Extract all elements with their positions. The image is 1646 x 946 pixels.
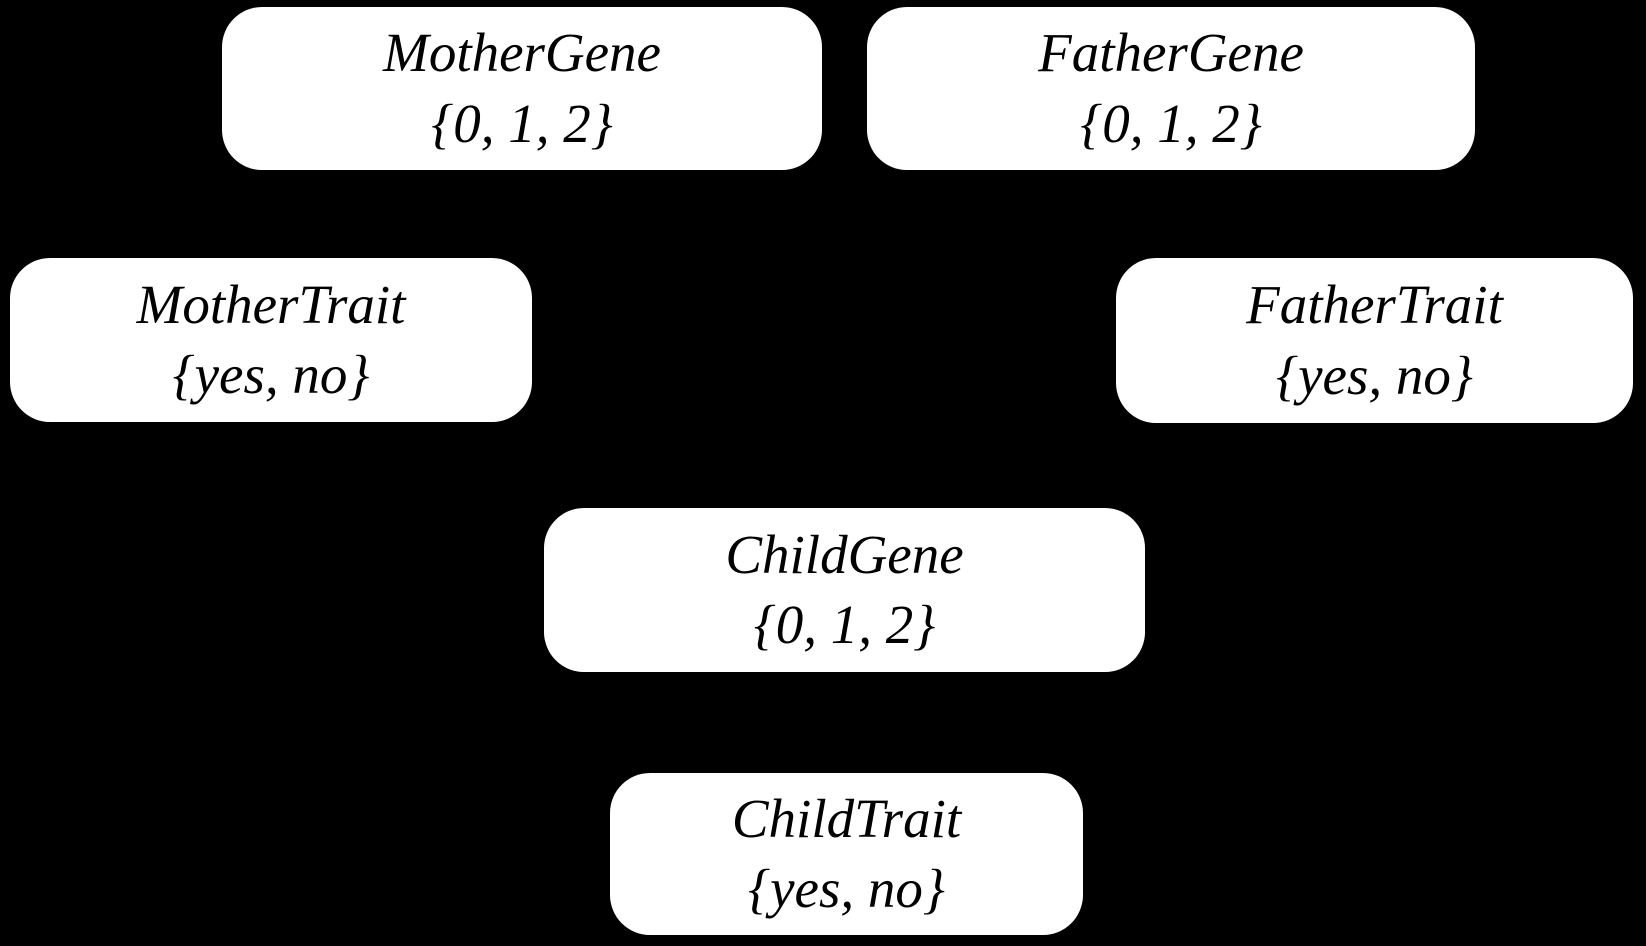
node-mother-gene-domain: {0, 1, 2}: [431, 92, 613, 154]
node-child-gene-label: ChildGene: [725, 523, 964, 585]
node-mother-trait: MotherTrait {yes, no}: [10, 258, 532, 422]
node-father-gene-label: FatherGene: [1038, 22, 1304, 84]
node-child-trait-domain: {yes, no}: [748, 858, 945, 919]
node-father-trait-label: FatherTrait: [1246, 274, 1503, 336]
node-father-gene-domain: {0, 1, 2}: [1080, 92, 1262, 154]
node-father-trait: FatherTrait {yes, no}: [1116, 258, 1633, 423]
node-child-gene: ChildGene {0, 1, 2}: [544, 508, 1145, 672]
node-child-gene-domain: {0, 1, 2}: [753, 594, 936, 655]
node-child-trait: ChildTrait {yes, no}: [610, 773, 1083, 935]
node-mother-gene-label: MotherGene: [383, 22, 661, 84]
node-mother-gene: MotherGene {0, 1, 2}: [222, 7, 822, 170]
node-father-gene: FatherGene {0, 1, 2}: [867, 7, 1475, 170]
node-father-trait-domain: {yes, no}: [1276, 344, 1473, 406]
node-mother-trait-label: MotherTrait: [136, 273, 406, 335]
node-child-trait-label: ChildTrait: [731, 787, 962, 849]
node-mother-trait-domain: {yes, no}: [172, 344, 370, 405]
